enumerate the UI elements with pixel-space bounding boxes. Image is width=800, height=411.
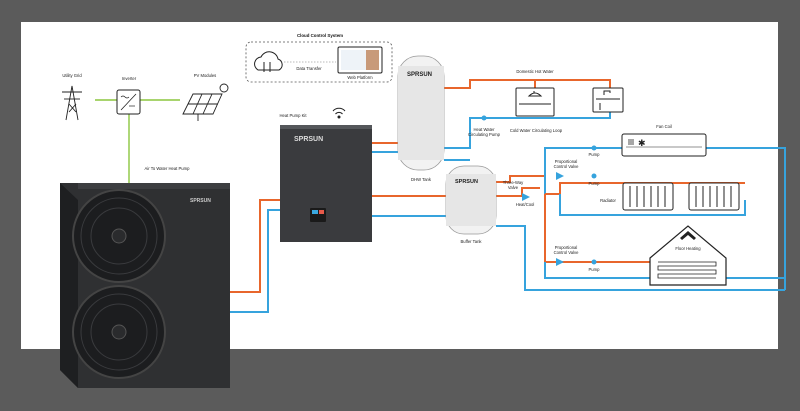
prop-control-valve-1 bbox=[556, 172, 564, 180]
dhw-tank: SPRSUN bbox=[397, 55, 445, 171]
dhw-brand-logo: SPRSUN bbox=[407, 72, 432, 78]
web-platform-label: Web Platform bbox=[347, 75, 373, 80]
cold-pipe-fan-coil-return bbox=[706, 147, 786, 290]
floor-heating-label: Floor Heating bbox=[675, 246, 701, 251]
air-to-water-label: Air To Water Heat Pump bbox=[145, 166, 191, 171]
pump-1-label: Pump bbox=[589, 152, 601, 157]
radiator-right bbox=[688, 182, 740, 211]
three-way-valve bbox=[522, 193, 530, 201]
prop-valve-1-label-2: Control Valve bbox=[554, 164, 579, 169]
domestic-hot-water-label: Domestic Hot Water bbox=[516, 69, 554, 74]
inverter-icon bbox=[116, 89, 141, 115]
prop-valve-1-label-1: Proportional bbox=[555, 159, 578, 164]
dhw-tank-label: DHW Tank bbox=[411, 177, 432, 182]
fan-upper bbox=[72, 189, 166, 283]
pv-modules-label: PV Modules bbox=[194, 73, 217, 78]
electric-lines bbox=[95, 99, 180, 183]
radiator-left bbox=[622, 182, 674, 211]
pump-3 bbox=[591, 259, 597, 265]
fan-lower bbox=[72, 285, 166, 379]
cold-pipe-buffer-out bbox=[496, 225, 785, 291]
cloud-control-frame bbox=[245, 41, 393, 83]
pump-1 bbox=[591, 145, 597, 151]
kit-brand-logo: SPRSUN bbox=[294, 136, 323, 143]
hot-pipe-heat-pump-to-kit bbox=[230, 199, 280, 293]
snowflake-icon: ✱ bbox=[638, 139, 646, 149]
shower-icon bbox=[515, 87, 555, 117]
prop-control-valve-2 bbox=[556, 258, 564, 266]
buffer-tank: SPRSUN bbox=[445, 165, 497, 235]
three-way-valve-label-2: Valve bbox=[508, 185, 519, 190]
cloud-icon bbox=[254, 51, 283, 72]
cold-water-loop-label: Cold Water Circulating Loop bbox=[510, 128, 563, 133]
cold-pipe-heat-pump-to-kit bbox=[230, 209, 280, 313]
wifi-icon bbox=[332, 107, 346, 119]
hw-circ-pump-label-2: Circulating Pump bbox=[468, 132, 501, 137]
radiator-label: Radiator bbox=[600, 198, 616, 203]
data-transfer-label: Data Transfer bbox=[296, 66, 322, 71]
floor-heating bbox=[649, 225, 727, 286]
power-tower-icon bbox=[62, 85, 82, 121]
fan-coil-label: Fan Coil bbox=[656, 124, 672, 129]
inverter-label: Inverter bbox=[122, 76, 137, 81]
heat-cool-label: Heat/Cool bbox=[516, 202, 535, 207]
air-to-water-heat-pump: SPRSUN bbox=[60, 183, 230, 388]
utility-grid-label: Utility Grid bbox=[62, 73, 82, 78]
pump-2 bbox=[591, 173, 597, 179]
buffer-tank-label: Buffer Tank bbox=[460, 239, 482, 244]
pump-2-label: Pump bbox=[589, 181, 601, 186]
heat-pump-brand-logo: SPRSUN bbox=[190, 198, 211, 204]
pipe-network bbox=[230, 79, 786, 313]
pump-3-label: Pump bbox=[589, 267, 601, 272]
cloud-control-label: Cloud Control System bbox=[297, 33, 343, 38]
prop-valve-2-label-1: Proportional bbox=[555, 245, 578, 250]
web-platform-icon bbox=[337, 46, 383, 74]
sink-icon bbox=[592, 87, 624, 113]
three-way-valve-label-1: Three-Way bbox=[503, 180, 524, 185]
hw-circulating-pump bbox=[481, 115, 487, 121]
cold-water-loop-pipe bbox=[444, 112, 611, 149]
hw-circ-pump-label-1: Heat Water bbox=[473, 127, 495, 132]
buffer-brand-logo: SPRSUN bbox=[455, 179, 478, 185]
fan-coil bbox=[621, 133, 707, 157]
hot-pipe-dhw-out bbox=[444, 79, 611, 89]
heat-pump-kit-label: Heat Pump Kit bbox=[280, 113, 308, 118]
prop-valve-2-label-2: Control Valve bbox=[554, 250, 579, 255]
solar-panel-icon bbox=[182, 83, 229, 121]
cold-pipe-radiator-return bbox=[559, 194, 746, 216]
heat-pump-kit: SPRSUN bbox=[280, 125, 372, 242]
